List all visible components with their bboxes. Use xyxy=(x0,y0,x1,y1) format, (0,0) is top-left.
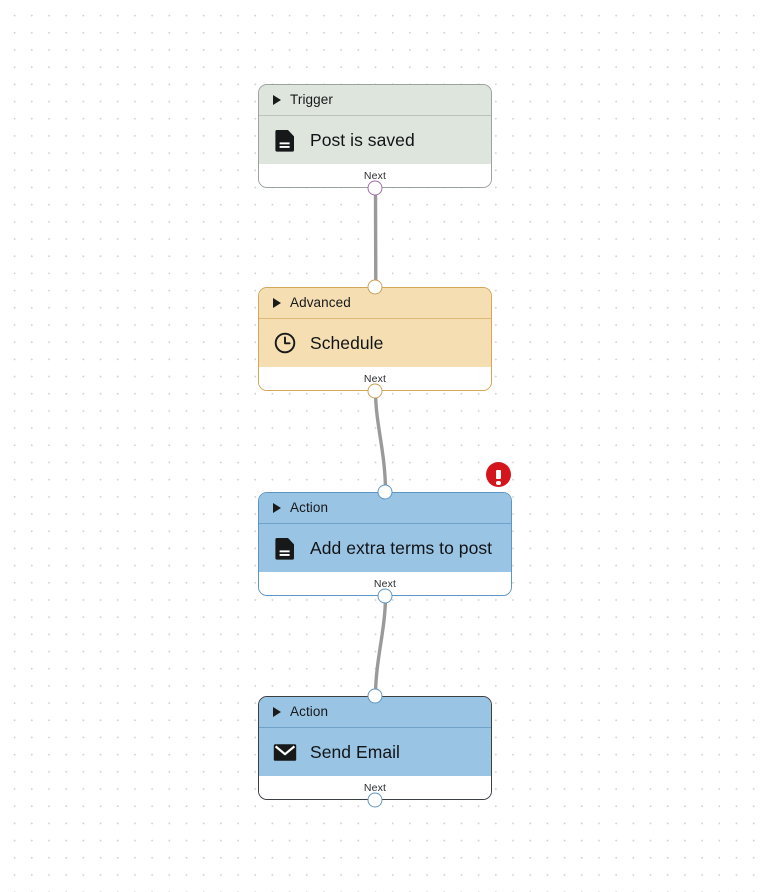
workflow-node-advanced[interactable]: Advanced Schedule Next xyxy=(258,279,492,399)
node-header[interactable]: Trigger xyxy=(259,85,491,115)
next-label: Next xyxy=(363,170,387,183)
node-divider xyxy=(259,727,491,729)
clock-icon xyxy=(273,331,297,355)
workflow-node-action-send-email[interactable]: Action Send Email Next xyxy=(258,688,492,808)
node-error-badge[interactable] xyxy=(486,462,511,487)
output-port[interactable] xyxy=(377,588,393,604)
node-body[interactable]: Schedule xyxy=(259,319,491,368)
next-label: Next xyxy=(363,782,387,795)
node-kind-label: Action xyxy=(290,704,329,720)
next-label: Next xyxy=(363,373,387,386)
chevron-right-icon[interactable] xyxy=(273,298,281,308)
envelope-icon xyxy=(273,740,297,764)
output-port[interactable] xyxy=(367,180,383,196)
document-icon xyxy=(273,128,297,152)
edge-advanced-to-action-terms xyxy=(373,389,388,494)
node-title: Post is saved xyxy=(310,129,415,150)
error-exclamation-icon xyxy=(496,470,501,486)
input-port[interactable] xyxy=(367,688,383,704)
output-port[interactable] xyxy=(367,383,383,399)
node-divider xyxy=(259,523,511,525)
output-port[interactable] xyxy=(367,792,383,808)
chevron-right-icon[interactable] xyxy=(273,503,281,513)
input-port[interactable] xyxy=(367,279,383,295)
node-footer-next[interactable]: Next xyxy=(259,776,491,799)
node-title: Schedule xyxy=(310,332,384,353)
node-title: Send Email xyxy=(310,741,400,762)
node-body[interactable]: Post is saved xyxy=(259,116,491,165)
workflow-node-action-add-extra-terms[interactable]: Action Add extra terms to post Next xyxy=(258,484,512,604)
node-body[interactable]: Add extra terms to post xyxy=(259,524,511,573)
node-divider xyxy=(259,115,491,117)
chevron-right-icon[interactable] xyxy=(273,95,281,105)
node-kind-label: Action xyxy=(290,500,329,516)
node-kind-label: Trigger xyxy=(290,92,333,108)
input-port[interactable] xyxy=(377,484,393,500)
chevron-right-icon[interactable] xyxy=(273,707,281,717)
node-divider xyxy=(259,318,491,320)
node-footer-next[interactable]: Next xyxy=(259,367,491,390)
node-footer-next[interactable]: Next xyxy=(259,164,491,187)
node-title: Add extra terms to post xyxy=(310,537,493,558)
node-body[interactable]: Send Email xyxy=(259,728,491,777)
next-label: Next xyxy=(373,578,397,591)
edge-action-terms-to-send-email xyxy=(373,594,388,698)
node-footer-next[interactable]: Next xyxy=(259,572,511,595)
document-icon xyxy=(273,536,297,560)
workflow-node-trigger[interactable]: Trigger Post is saved Next xyxy=(258,84,492,196)
node-kind-label: Advanced xyxy=(290,295,351,311)
